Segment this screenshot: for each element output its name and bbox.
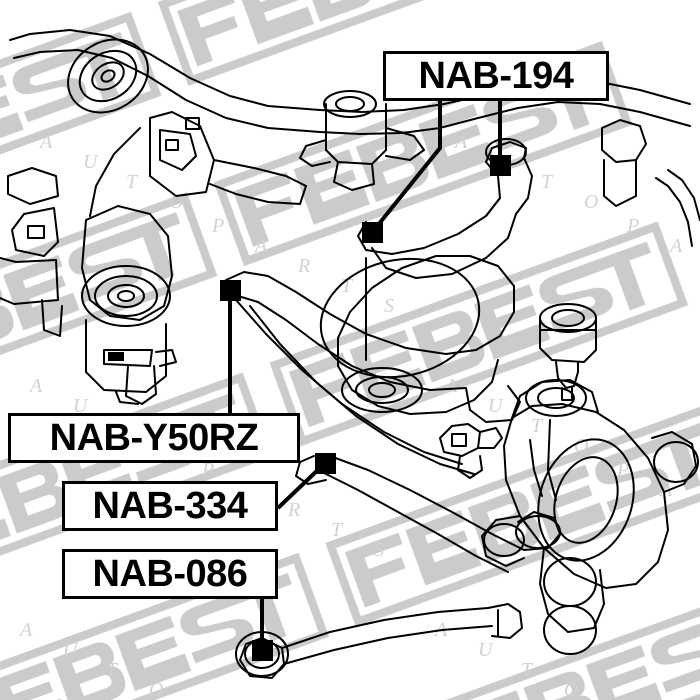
svg-text:A: A (38, 131, 53, 153)
svg-text:O: O (574, 435, 588, 457)
svg-text:O: O (149, 679, 163, 700)
svg-text:A: A (453, 131, 468, 153)
svg-text:U: U (478, 639, 494, 661)
callout-nab-334[interactable]: NAB-334 (62, 481, 278, 531)
svg-text:P: P (626, 215, 639, 237)
upper-control-arm (357, 138, 533, 279)
ball-joint (539, 303, 597, 401)
svg-text:T: T (521, 659, 534, 681)
svg-text:T: T (126, 171, 139, 193)
svg-text:A: A (658, 479, 673, 501)
callout-nab-194[interactable]: NAB-194 (383, 51, 609, 101)
callout-nab-y50rz[interactable]: NAB-Y50RZ (8, 413, 300, 463)
bushing-marker-lower-arm-front (220, 280, 241, 301)
svg-text:O: O (584, 191, 598, 213)
stabilizer-bar-stub (655, 169, 700, 247)
bushing-marker-upper-arm-outer (490, 155, 511, 176)
svg-text:T: T (541, 171, 554, 193)
svg-text:A: A (28, 375, 43, 397)
svg-text:T: T (106, 659, 119, 681)
part-number-nab-194: NAB-194 (418, 55, 574, 97)
bushing-marker-trailing-link-front (315, 453, 336, 474)
part-number-nab-334: NAB-334 (92, 485, 248, 527)
part-number-nab-y50rz: NAB-Y50RZ (49, 417, 259, 459)
svg-text:O: O (564, 679, 578, 700)
svg-text:R: R (297, 255, 310, 277)
trailing-link (235, 455, 561, 679)
svg-text:A: A (18, 619, 33, 641)
svg-text:U: U (83, 151, 99, 173)
svg-text:T: T (331, 519, 344, 541)
subframe-left-bracket (0, 167, 177, 405)
bushing-marker-upper-arm-front (362, 222, 383, 243)
svg-text:A: A (253, 235, 268, 257)
svg-text:S: S (384, 295, 394, 317)
svg-text:U: U (63, 639, 79, 661)
svg-text:P: P (616, 459, 629, 481)
svg-text:R: R (287, 499, 300, 521)
leader-nab-194-a (372, 101, 442, 232)
auxiliary-links (439, 119, 647, 479)
differential-mount (299, 90, 425, 191)
svg-text:U: U (488, 395, 504, 417)
svg-text:P: P (211, 215, 224, 237)
svg-text:A: A (433, 619, 448, 641)
svg-text:T: T (341, 275, 354, 297)
bushing-marker-trailing-link-rear (252, 640, 273, 661)
svg-text:T: T (531, 415, 544, 437)
svg-text:S: S (374, 539, 384, 561)
svg-text:O: O (169, 191, 183, 213)
part-number-nab-086: NAB-086 (92, 553, 248, 595)
svg-text:A: A (668, 235, 683, 257)
leader-nab-334 (276, 464, 324, 510)
steering-knuckle-hub-carrier (481, 379, 699, 655)
callout-nab-086[interactable]: NAB-086 (62, 549, 278, 599)
svg-text:U: U (498, 151, 514, 173)
svg-text:A: A (443, 375, 458, 397)
